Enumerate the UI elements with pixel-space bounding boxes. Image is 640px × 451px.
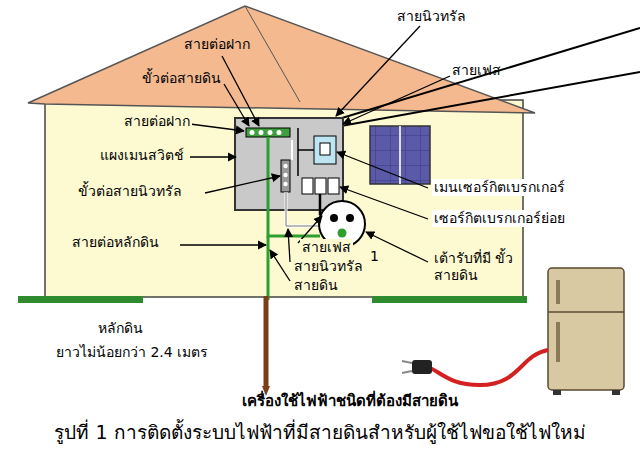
part-label: เซอร์กิตเบรกเกอร์ย่อย — [432, 210, 567, 227]
part-label: สายเฟส — [450, 62, 503, 79]
part-label: สายต่อหลักดิน — [70, 234, 161, 251]
part-label: แผงเมนสวิตช์ — [98, 147, 186, 164]
callout-number: 1 — [368, 248, 381, 265]
part-label: ขั้วต่อสายดิน — [140, 70, 223, 87]
figure-caption: รูปที่ 1 การติดตั้งระบบไฟฟ้าที่มีสายดินส… — [54, 421, 585, 444]
part-label: เครื่องใช้ไฟฟ้าชนิดที่ต้องมีสายดิน — [240, 392, 460, 410]
part-label: หลักดิน — [96, 320, 145, 337]
part-label: สายนิวทรัล — [395, 8, 468, 25]
part-label: สายเฟส — [300, 239, 353, 256]
part-label: สายดิน — [292, 277, 340, 294]
part-label: เมนเซอร์กิตเบรกเกอร์ — [432, 179, 567, 196]
part-label: สายต่อฝาก — [182, 36, 252, 53]
part-label: สายต่อฝาก — [122, 113, 192, 130]
part-label: สายนิวทรัล — [292, 258, 365, 275]
part-label: เต้ารับที่มี ขั้วสายดิน — [432, 250, 526, 284]
part-label: ยาวไม่น้อยกว่า 2.4 เมตร — [54, 344, 210, 361]
part-label: ขั้วต่อสายนิวทรัล — [76, 183, 184, 200]
